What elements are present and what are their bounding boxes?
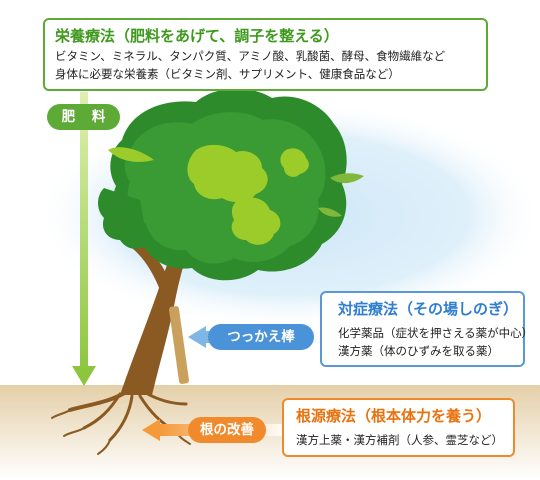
symptomatic-therapy-line-2: 漢方薬（体のひずみを取る薬） xyxy=(338,344,499,358)
fertilizer-arrow xyxy=(72,92,96,386)
nutrition-therapy-line-1: ビタミン、ミネラル、タンパク質、アミノ酸、乳酸菌、酵母、食物繊維など xyxy=(55,49,446,63)
root-improvement-label: 根の改善 xyxy=(188,417,266,443)
root-therapy-line-1: 漢方上薬・漢方補剤（人参、霊芝など） xyxy=(296,433,503,447)
root-therapy-box: 根源療法（根本体力を養う） 漢方上薬・漢方補剤（人参、霊芝など） xyxy=(282,398,515,457)
nutrition-therapy-title: 栄養療法（肥料をあげて、調子を整える） xyxy=(55,27,339,45)
tree-trunk xyxy=(120,235,192,395)
support-stick-label: つっかえ棒 xyxy=(208,324,314,350)
symptomatic-therapy-title: 対症療法（その場しのぎ） xyxy=(338,300,519,318)
leaf-2 xyxy=(330,173,364,184)
symptomatic-therapy-box: 対症療法（その場しのぎ） 化学薬品（症状を押さえる薬が中心） 漢方薬（体のひずみ… xyxy=(320,291,533,367)
nutrition-therapy-box: 栄養療法（肥料をあげて、調子を整える） ビタミン、ミネラル、タンパク質、アミノ酸… xyxy=(43,18,488,91)
leaf-3 xyxy=(318,207,342,217)
tree-branch xyxy=(128,238,170,290)
root-therapy-title: 根源療法（根本体力を養う） xyxy=(296,407,492,425)
tree-foliage xyxy=(98,88,347,281)
leaf-1 xyxy=(108,147,154,162)
fertilizer-label: 肥 料 xyxy=(47,104,120,130)
symptomatic-therapy-line-1: 化学薬品（症状を押さえる薬が中心） xyxy=(338,326,534,340)
nutrition-therapy-line-2: 身体に必要な栄養素（ビタミン剤、サプリメント、健康食品など） xyxy=(55,67,400,81)
support-stick xyxy=(169,306,189,384)
